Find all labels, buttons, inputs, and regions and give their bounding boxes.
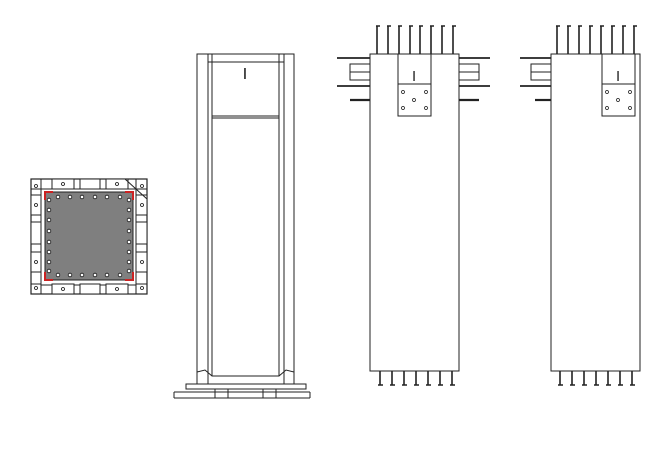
side-beam-stubs: [337, 57, 490, 102]
top-rebar-starters: [376, 25, 456, 54]
embedded-steel-glyph-2: I: [616, 70, 620, 85]
bottom-rebar-starters-2: [558, 371, 635, 386]
side-beam-stubs-2: [520, 57, 552, 102]
corner-brackets: [31, 178, 148, 294]
bottom-rebar-starters: [378, 371, 455, 386]
rebar-column-elevation-view-2: I: [520, 25, 641, 386]
concrete-core: [44, 191, 134, 281]
embedded-steel-glyph: I: [412, 70, 416, 85]
top-rebar-starters-2: [556, 25, 637, 54]
column-cross-section-view: [30, 178, 148, 295]
steel-section-glyph: I: [243, 65, 247, 83]
embedded-plate-bolts-2: [605, 90, 632, 110]
rebar-column-elevation-view-1: I: [337, 25, 490, 386]
embedded-steel-box: [397, 53, 432, 117]
column-body-2: [550, 53, 641, 372]
embedded-plate-bolts: [401, 90, 428, 110]
section-bolts: [34, 182, 144, 291]
steel-column-elevation-view: I: [173, 53, 311, 399]
embedded-steel-box-2: [601, 53, 636, 117]
column-base-plate: [173, 369, 311, 399]
corner-weld-highlights: [44, 191, 134, 281]
